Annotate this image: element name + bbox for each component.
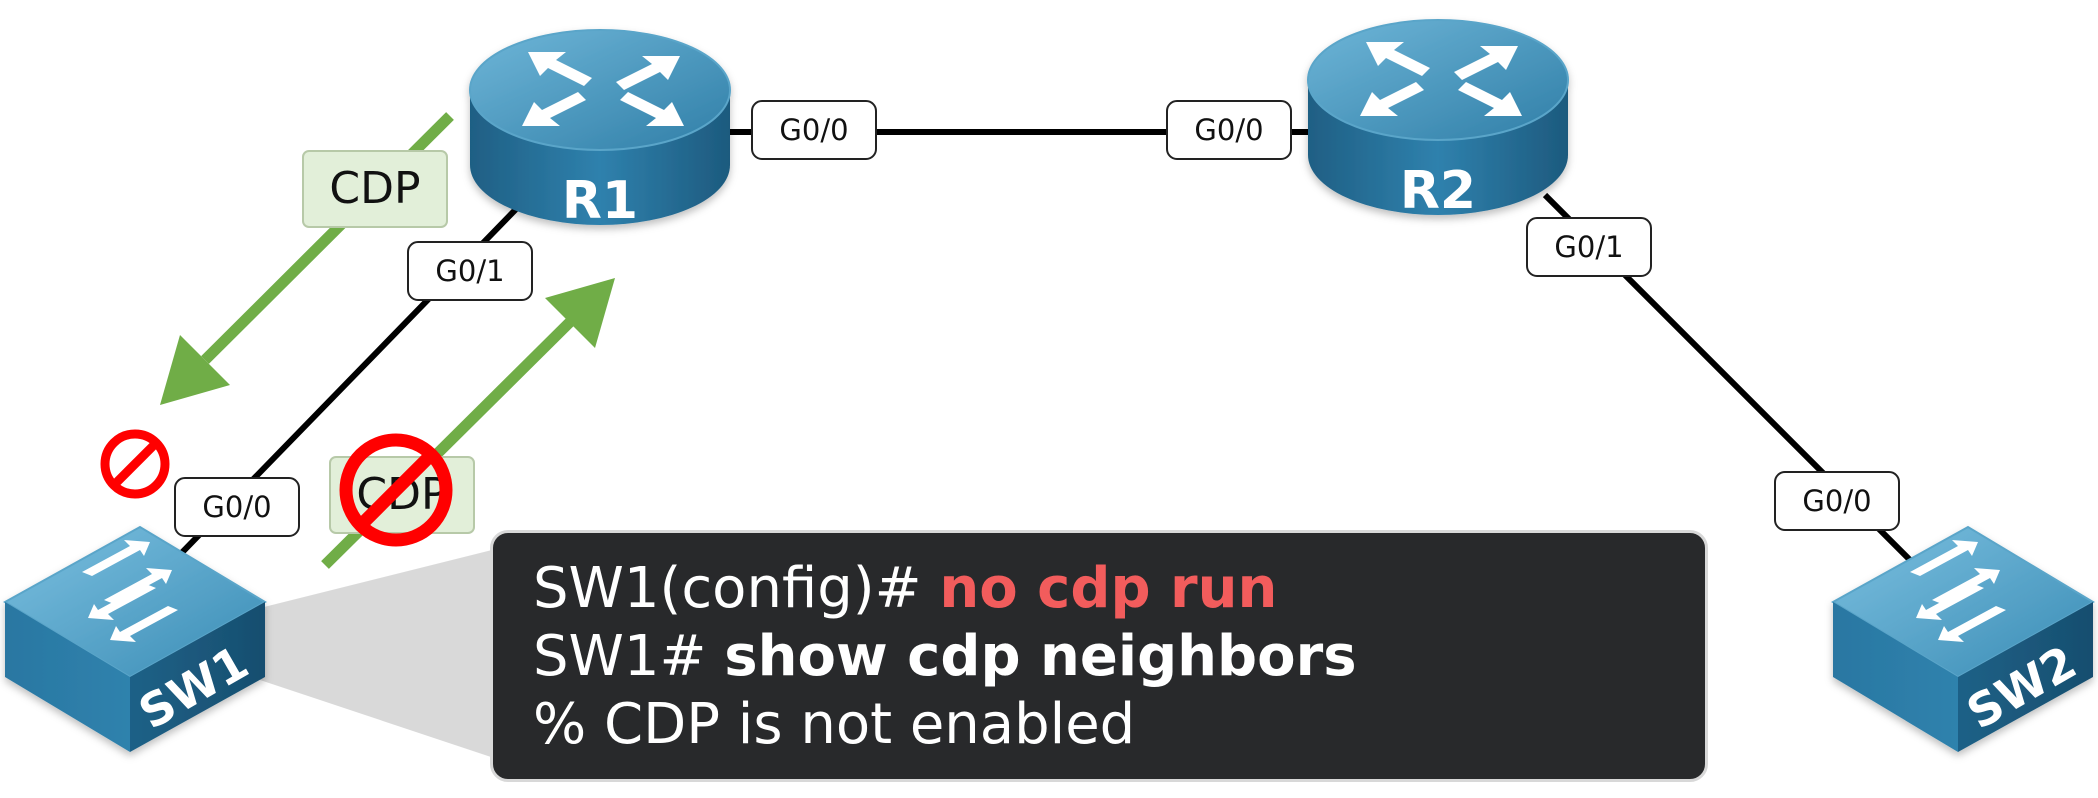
terminal-output-line: % CDP is not enabled: [533, 692, 1136, 757]
cdp-label-from-r1-text: CDP: [329, 163, 420, 214]
port-label-r1-g01-text: G0/1: [435, 254, 504, 288]
switch-arrows-icon: [1910, 540, 2006, 642]
port-label-r2-g00: G0/0: [1166, 100, 1292, 160]
blocked-icon-outgoing: [339, 433, 453, 547]
port-label-sw1-g00: G0/0: [174, 477, 300, 537]
port-label-sw1-g00-text: G0/0: [202, 490, 271, 524]
port-label-r1-g00-text: G0/0: [779, 113, 848, 147]
terminal-prompt-exec: SW1#: [533, 624, 725, 689]
callout-pointer: [260, 548, 500, 760]
cdp-label-from-r1: CDP: [302, 150, 448, 228]
port-label-r2-g01-text: G0/1: [1554, 230, 1623, 264]
terminal-line-1: SW1(config)# no cdp run: [533, 555, 1665, 623]
port-label-r2-g01: G0/1: [1526, 217, 1652, 277]
port-label-sw2-g00: G0/0: [1774, 471, 1900, 531]
blocked-icon-incoming: [100, 429, 170, 499]
router-r2-label: R2: [1400, 161, 1476, 221]
router-arrows-icon: [1360, 42, 1522, 116]
router-r2: R2: [1307, 19, 1569, 221]
terminal-command-no-cdp-run: no cdp run: [939, 556, 1278, 621]
switch-arrows-icon: [82, 540, 178, 642]
terminal-line-2: SW1# show cdp neighbors: [533, 623, 1665, 691]
switch-sw1: SW1: [3, 525, 267, 752]
port-label-r1-g01: G0/1: [407, 241, 533, 301]
terminal-command-show-cdp-neighbors: show cdp neighbors: [724, 624, 1357, 689]
router-r1: R1: [469, 29, 731, 231]
terminal-output-box: SW1(config)# no cdp run SW1# show cdp ne…: [490, 530, 1708, 782]
port-label-r2-g00-text: G0/0: [1194, 113, 1263, 147]
terminal-prompt-config: SW1(config)#: [533, 556, 940, 621]
port-label-sw2-g00-text: G0/0: [1802, 484, 1871, 518]
router-arrows-icon: [522, 52, 684, 126]
router-r1-label: R1: [562, 171, 638, 231]
port-label-r1-g00: G0/0: [751, 100, 877, 160]
switch-sw2: SW2: [1831, 525, 2095, 752]
